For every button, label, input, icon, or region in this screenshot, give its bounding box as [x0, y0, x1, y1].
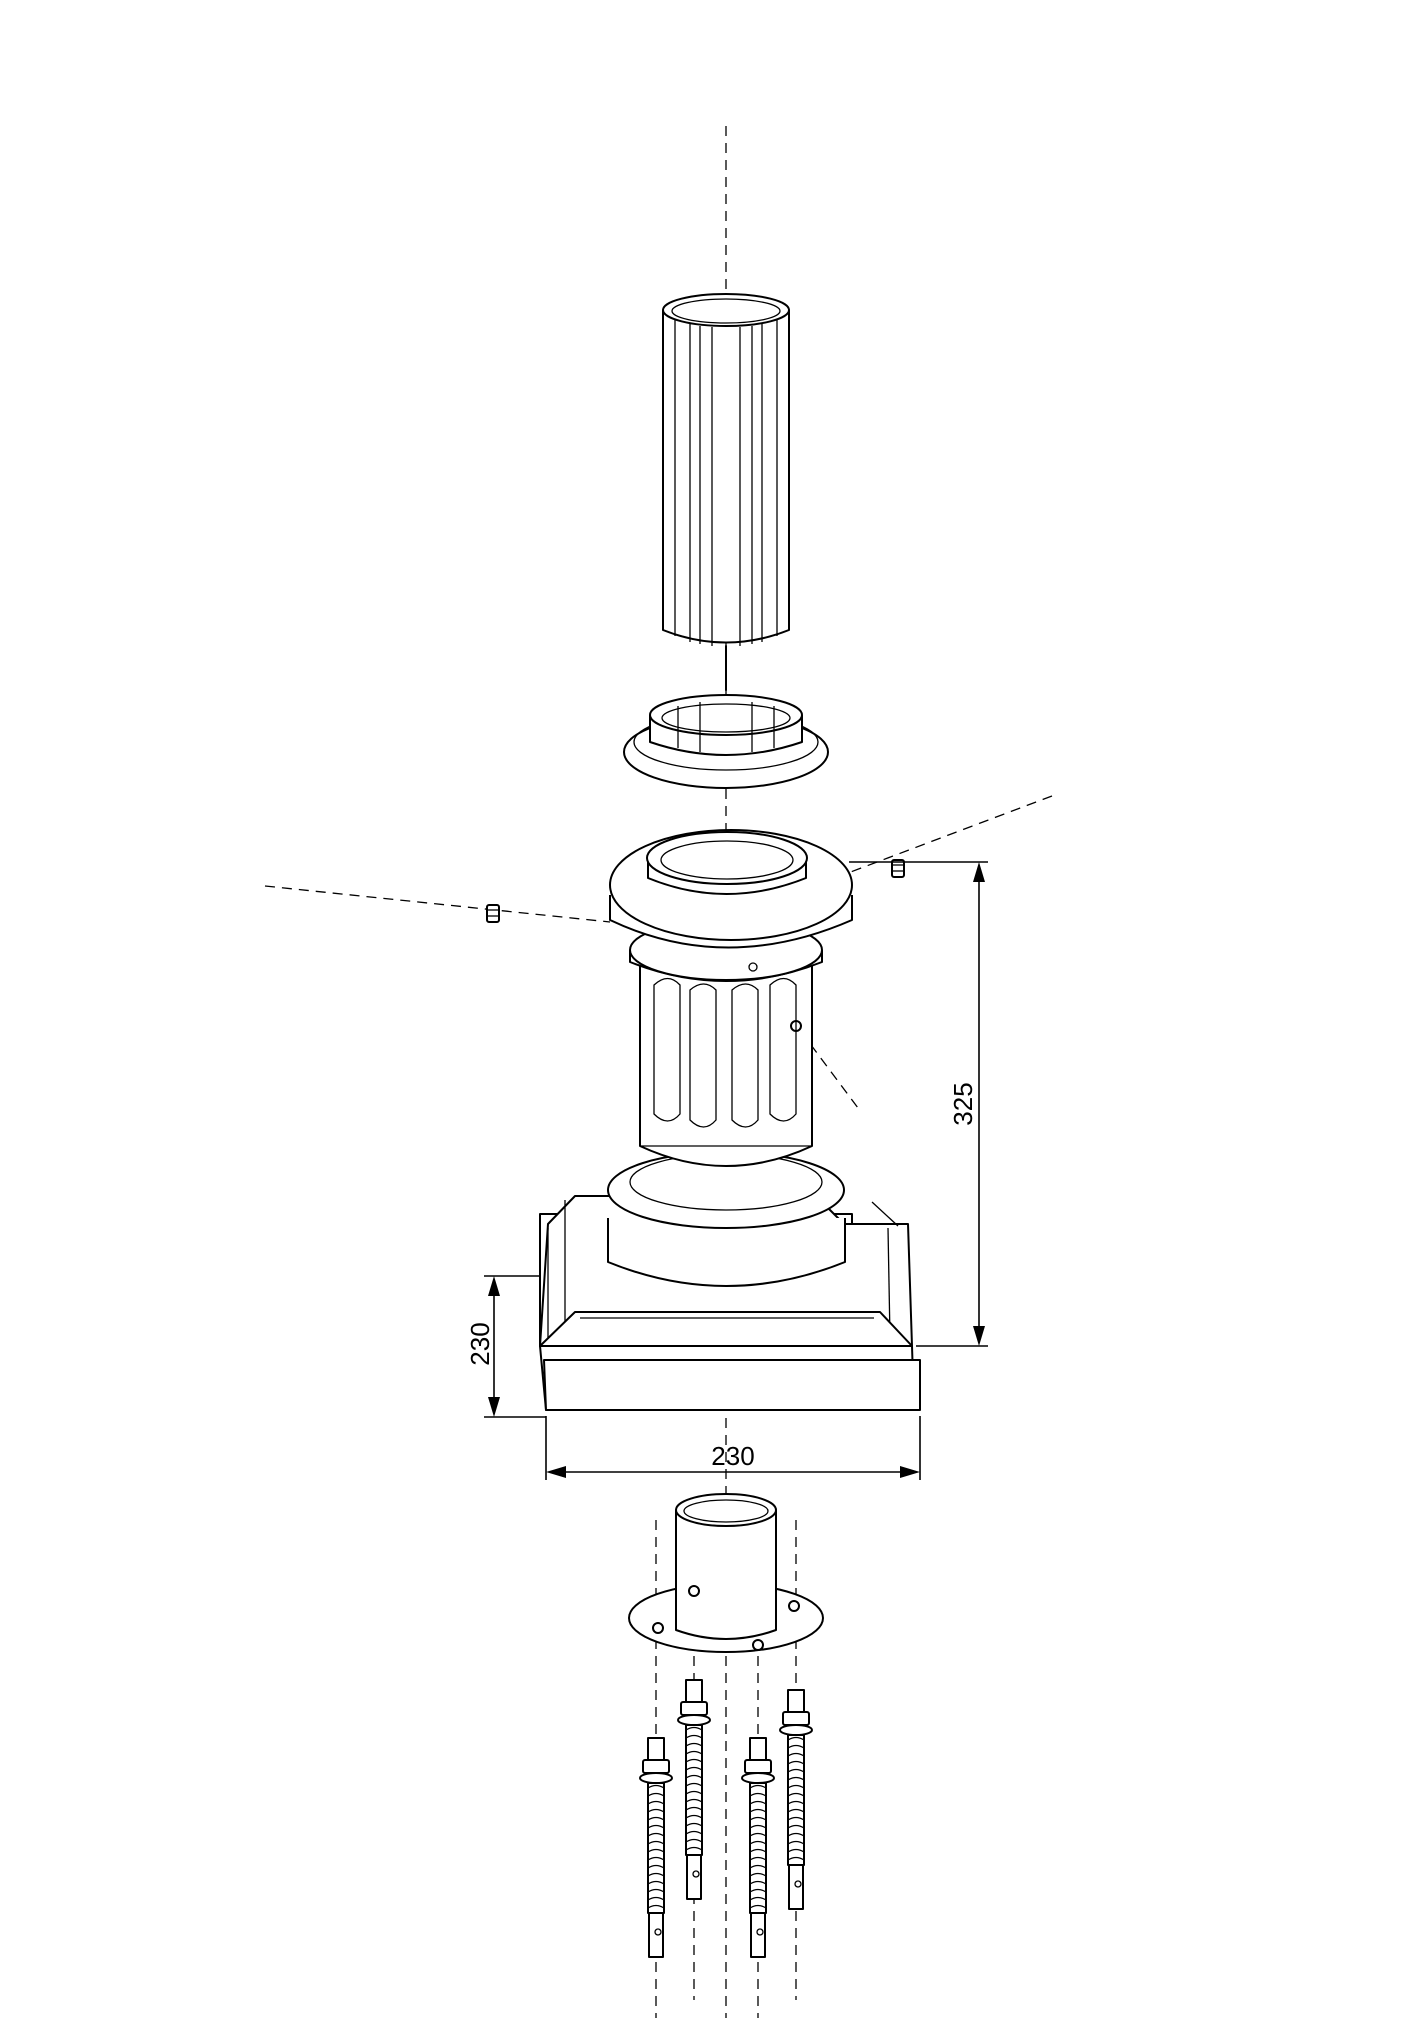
dimension-label-base-height: 230 [465, 1322, 495, 1365]
anchor-bolts [639, 1679, 813, 1958]
collar-ring [623, 694, 829, 789]
dimension-height-total: 325 [849, 861, 988, 1347]
grub-screw-right [891, 859, 905, 878]
dimension-label-height-total: 325 [948, 1082, 978, 1125]
anchor-bolt [677, 1679, 711, 1900]
dimension-base-width: 230 [545, 1416, 921, 1480]
dimension-base-height: 230 [465, 1275, 546, 1418]
pedestal-base [539, 829, 921, 1411]
anchor-bolt [639, 1737, 673, 1958]
anchor-bolt [741, 1737, 775, 1958]
dimension-label-base-width: 230 [711, 1441, 754, 1471]
fluted-column [662, 293, 790, 691]
anchor-bolt [779, 1689, 813, 1910]
ground-spigot-flange [628, 1493, 824, 1653]
grub-screw-left [486, 904, 500, 923]
